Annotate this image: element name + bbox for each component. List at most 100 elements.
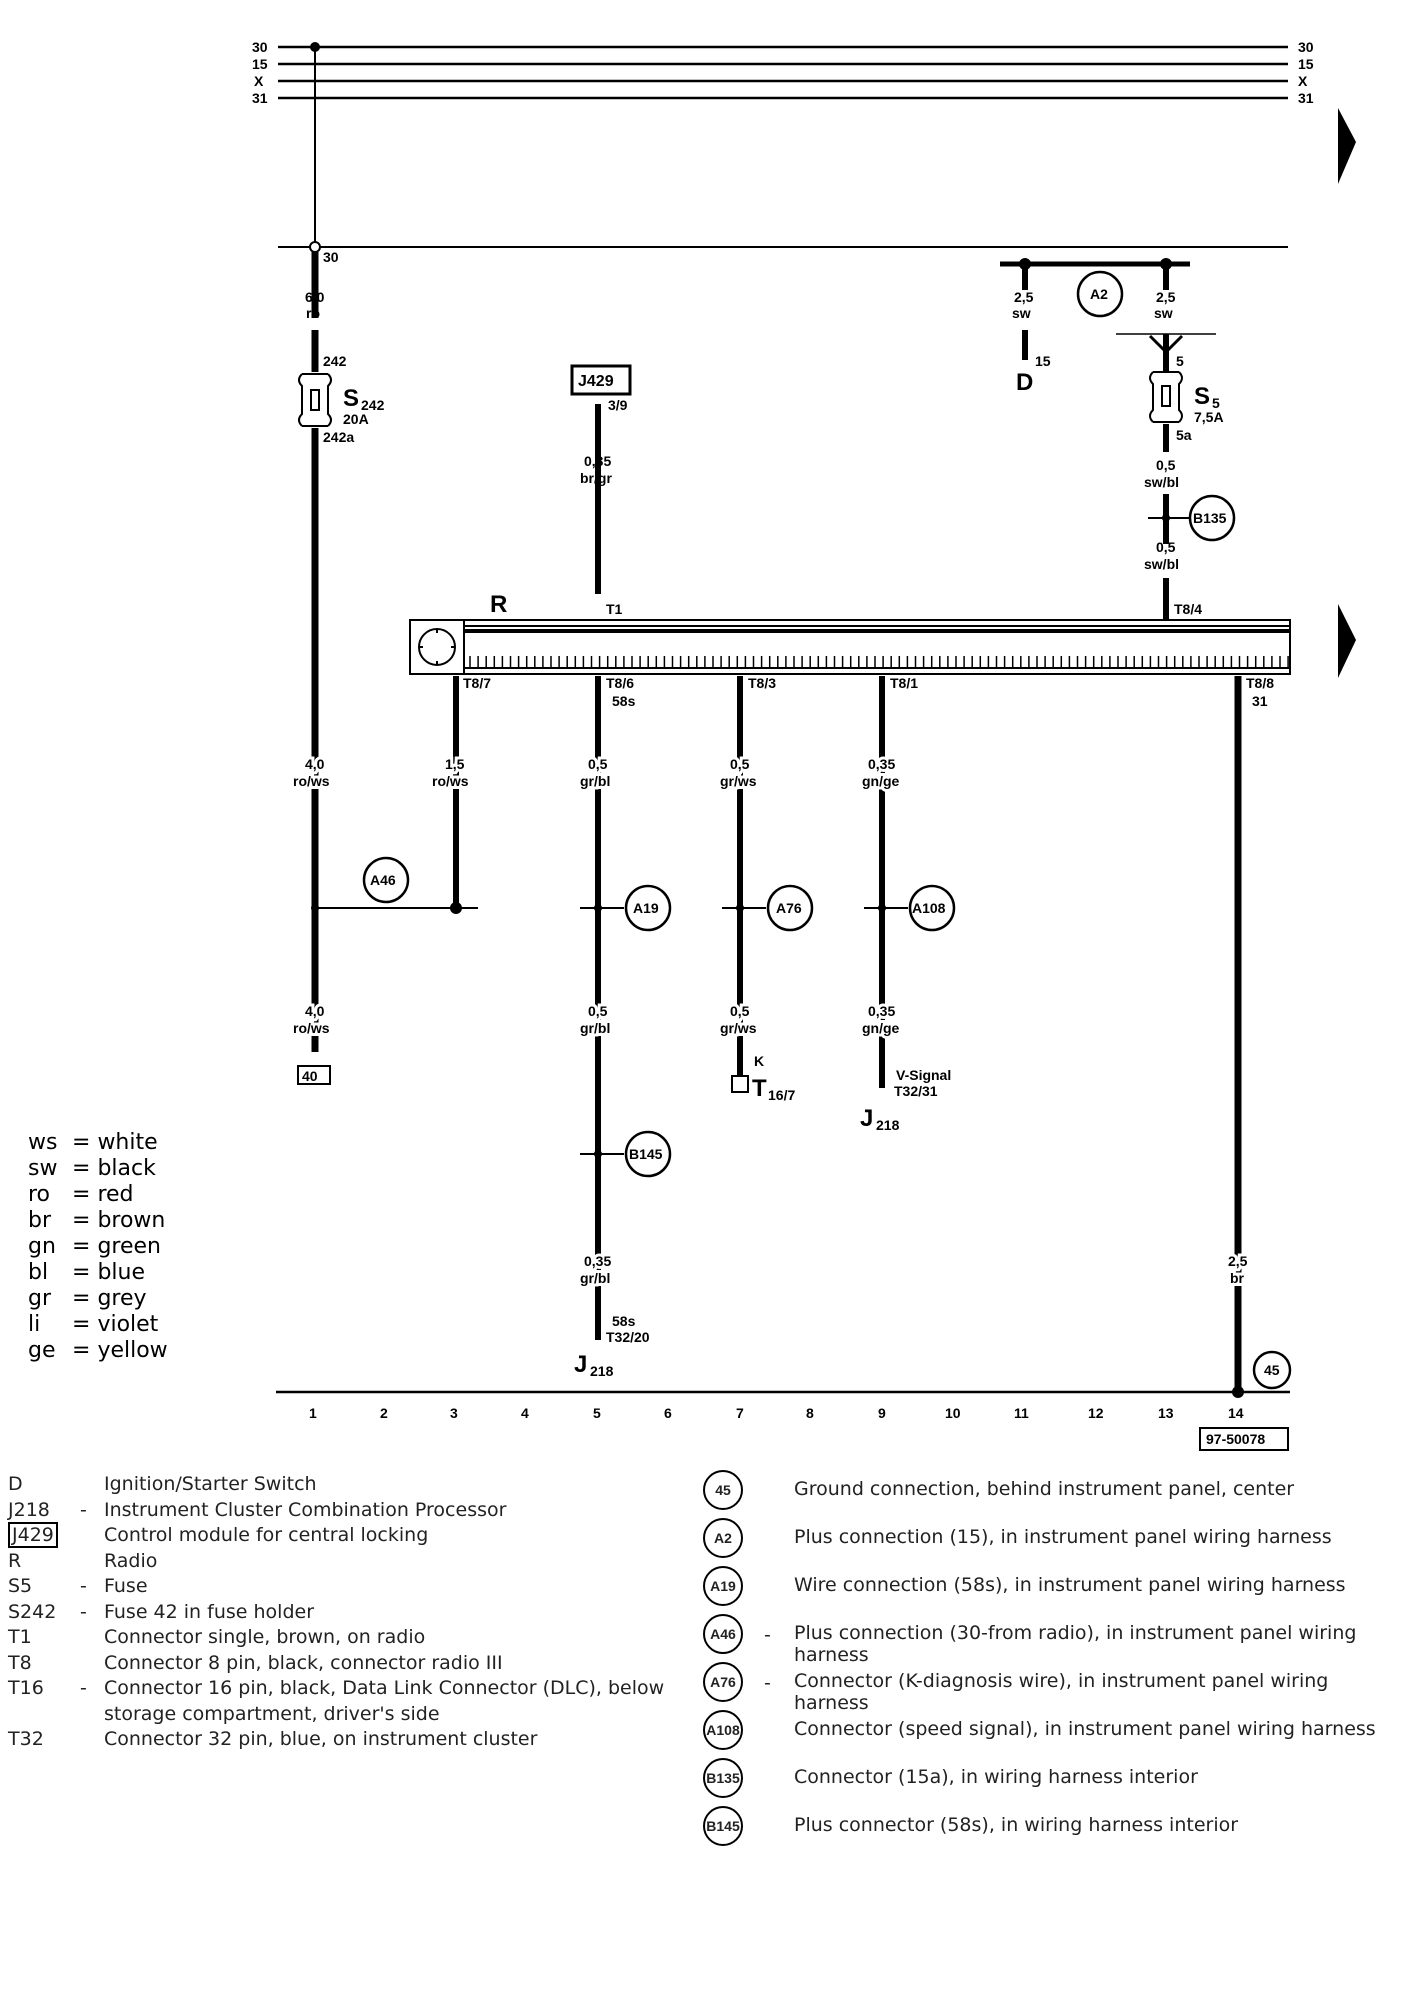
reference-number: 14 (1228, 1405, 1244, 1421)
legend-code: S5 (8, 1575, 33, 1597)
legend-row: J218-Instrument Cluster Combination Proc… (8, 1498, 698, 1524)
equals-sign: = (72, 1208, 98, 1233)
svg-text:58s: 58s (612, 693, 636, 709)
equals-sign: = (72, 1234, 98, 1259)
svg-text:gr/bl: gr/bl (580, 773, 610, 789)
reference-number: 4 (521, 1405, 529, 1421)
legend-dash: - (764, 1672, 771, 1694)
legend-dash (80, 1727, 104, 1753)
legend-row: T16 -Connector 16 pin, black, Data Link C… (8, 1676, 698, 1727)
svg-text:X: X (1298, 73, 1308, 89)
color-name: black (97, 1156, 156, 1181)
equals-sign: = (72, 1156, 98, 1181)
svg-text:0,5: 0,5 (588, 1003, 608, 1019)
svg-text:gr/ws: gr/ws (720, 1020, 757, 1036)
connector-t16: T (752, 1075, 767, 1102)
svg-text:sw/bl: sw/bl (1144, 474, 1179, 490)
svg-text:1,5: 1,5 (445, 756, 465, 772)
svg-text:15: 15 (1035, 353, 1051, 369)
color-abbr: ge (28, 1338, 56, 1363)
bus-labels: 30 15 X 31 30 15 X 31 (252, 39, 1314, 106)
legend-code: J218 (8, 1498, 50, 1521)
legend-dash: - (80, 1575, 87, 1597)
color-name: white (97, 1130, 158, 1155)
wire-col-5-top: 3/9 0,35 br/gr T1 (580, 397, 628, 617)
reference-number: 10 (945, 1405, 961, 1421)
reference-number: 6 (664, 1405, 672, 1421)
svg-text:3/9: 3/9 (608, 397, 628, 413)
svg-text:gr/bl: gr/bl (580, 1270, 610, 1286)
svg-text:sw/bl: sw/bl (1144, 556, 1179, 572)
legend-description: Instrument Cluster Combination Processor (104, 1498, 507, 1521)
legend-code: T16 (8, 1677, 44, 1699)
svg-text:4,0: 4,0 (305, 1003, 325, 1019)
svg-text:6,0: 6,0 (305, 289, 325, 305)
j429-module: J429 (570, 364, 632, 396)
legend-dash (80, 1472, 104, 1498)
reference-number: 8 (806, 1405, 814, 1421)
svg-text:ro/ws: ro/ws (293, 1020, 330, 1036)
reference-number: 1 (309, 1405, 317, 1421)
reference-number: 13 (1158, 1405, 1174, 1421)
svg-text:T8/4: T8/4 (1174, 601, 1202, 617)
svg-text:7,5A: 7,5A (1194, 409, 1224, 425)
svg-text:D: D (1016, 369, 1033, 396)
svg-text:218: 218 (876, 1117, 900, 1133)
legend-dash: - (764, 1624, 771, 1646)
connector-a19: A19 (633, 900, 659, 916)
svg-text:X: X (254, 73, 264, 89)
equals-sign: = (72, 1182, 98, 1207)
svg-text:5: 5 (1212, 395, 1220, 411)
color-code-row: bl= blue (28, 1260, 168, 1286)
color-abbr: sw (28, 1156, 58, 1181)
svg-text:gr/ws: gr/ws (720, 773, 757, 789)
svg-text:16/7: 16/7 (768, 1087, 795, 1103)
equals-sign: = (72, 1286, 98, 1311)
legend-description: Connector 16 pin, black, Data Link Conne… (104, 1677, 665, 1725)
equals-sign: = (72, 1260, 98, 1285)
svg-text:2,5: 2,5 (1156, 289, 1176, 305)
reference-number: 9 (878, 1405, 886, 1421)
svg-text:0,35: 0,35 (584, 1253, 611, 1269)
wire-col-7: T8/3 0,5 0,5 gr/ws gr/ws A76 0,5 0,5 gr/… (717, 675, 814, 1103)
fuse-s5-symbol (1149, 371, 1183, 423)
fuse-s5-label: S (1194, 383, 1210, 410)
svg-text:gr/ws: gr/ws (720, 773, 757, 789)
svg-text:ro/ws: ro/ws (432, 773, 469, 789)
svg-text:31: 31 (1298, 90, 1314, 106)
svg-text:sw: sw (1154, 305, 1173, 321)
legend-row: S242-Fuse 42 in fuse holder (8, 1600, 698, 1626)
svg-text:V-Signal: V-Signal (896, 1067, 951, 1083)
color-abbr: bl (28, 1260, 49, 1285)
wire-col-3: T8/7 1,5 1,5 ro/ws ro/ws A46 (311, 675, 491, 914)
svg-text:gn/ge: gn/ge (862, 773, 900, 789)
legend-dash: - (80, 1677, 87, 1699)
svg-text:0,5: 0,5 (588, 756, 608, 772)
legend-dash (80, 1625, 104, 1651)
connector-a2: A2 (1090, 286, 1108, 302)
svg-text:T8/6: T8/6 (606, 675, 634, 691)
wire-col-13: 2,5 sw 5 S 5 7,5A 5a 0,5 sw/bl B135 0,5 … (1116, 264, 1236, 620)
bus-30-junction-label: 30 (323, 249, 339, 265)
svg-text:0,35: 0,35 (868, 756, 895, 772)
color-code-row: br= brown (28, 1208, 168, 1234)
j218-cluster-a: J (574, 1351, 587, 1378)
connection-symbol: B135 (703, 1758, 743, 1798)
svg-text:30: 30 (1298, 39, 1314, 55)
continue-arrow-top (1338, 108, 1356, 184)
reference-number: 2 (380, 1405, 388, 1421)
wire-col-9: T8/1 0,35 0,35 gn/ge gn/ge A108 0,35 0,3… (859, 675, 956, 1133)
svg-text:ro/ws: ro/ws (293, 773, 330, 789)
continue-arrow-mid (1338, 604, 1356, 678)
color-abbr: gn (28, 1234, 56, 1259)
fuse-s242-symbol (298, 373, 332, 427)
svg-text:0,5: 0,5 (1156, 539, 1176, 555)
svg-text:gr/bl: gr/bl (580, 1020, 610, 1036)
svg-text:0,35: 0,35 (584, 1253, 611, 1269)
